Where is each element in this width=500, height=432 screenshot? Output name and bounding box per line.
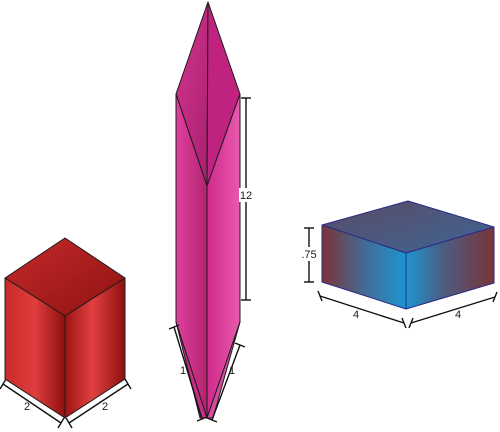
slab-width-label: 4: [353, 309, 359, 321]
magenta-prism: 12 1 1: [168, 1, 253, 423]
prism-height-label: 12: [240, 190, 252, 202]
prism-base-right-label: 1: [229, 365, 235, 377]
blue-slab: .75 4 4: [300, 200, 498, 329]
prism-base-left-dimension: 1: [168, 324, 208, 422]
prism-base-left-label: 1: [180, 365, 186, 377]
slab-width-dimension: 4: [317, 290, 407, 329]
cube-width-dimension: 2: [0, 378, 65, 429]
slab-depth-label: 4: [455, 309, 461, 321]
prism-bottom-right-face: [206, 321, 241, 419]
red-cube: 2 2: [0, 237, 132, 429]
prism-base-right-dimension: 1: [206, 342, 246, 423]
cube-depth-label: 2: [102, 401, 108, 413]
slab-height-label: .75: [301, 249, 316, 261]
prism-height-dimension: 12: [239, 97, 253, 301]
slab-depth-dimension: 4: [408, 291, 498, 329]
cube-width-label: 2: [24, 401, 30, 413]
slab-right-face: [405, 226, 495, 310]
cube-depth-dimension: 2: [65, 378, 132, 429]
slab-height-dimension: .75: [300, 227, 318, 283]
